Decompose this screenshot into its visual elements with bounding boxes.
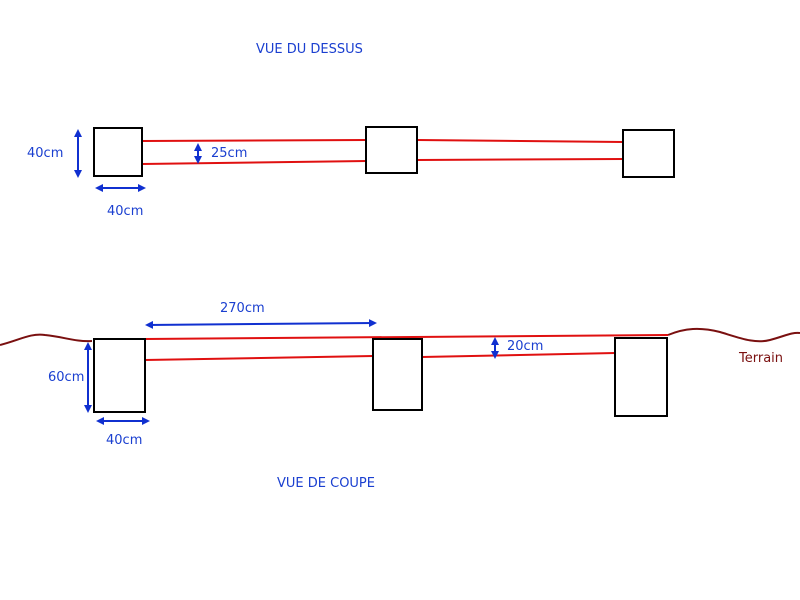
section-spacing-label: 20cm — [507, 339, 543, 354]
top-pipe-upper-2 — [416, 139, 624, 143]
section-pipe-lower-2 — [421, 352, 616, 358]
top-view-title: VUE DU DESSUS — [256, 42, 363, 57]
top-width-label: 40cm — [107, 204, 143, 219]
section-pipe-lower-1 — [144, 355, 374, 361]
terrain-line-left — [0, 333, 93, 346]
terrain-line-right — [667, 327, 800, 343]
section-pipe-upper — [144, 334, 669, 340]
section-chamber-3 — [614, 337, 668, 417]
section-chamber-1 — [93, 338, 146, 413]
top-chamber-3 — [622, 129, 675, 178]
top-pipe-lower-2 — [416, 158, 624, 161]
section-view-title: VUE DE COUPE — [277, 476, 375, 491]
span-dimension-arrow — [145, 319, 377, 329]
span-label: 270cm — [220, 301, 265, 316]
top-pipe-lower-1 — [141, 160, 368, 165]
section-width-label: 40cm — [106, 433, 142, 448]
top-chamber-1 — [93, 127, 143, 177]
section-chamber-2 — [372, 338, 423, 411]
top-pipe-upper-1 — [141, 139, 368, 142]
terrain-label: Terrain — [738, 351, 783, 366]
section-depth-label: 60cm — [48, 370, 84, 385]
top-height-label: 40cm — [27, 146, 63, 161]
top-spacing-label: 25cm — [211, 146, 247, 161]
top-chamber-2 — [365, 126, 418, 174]
